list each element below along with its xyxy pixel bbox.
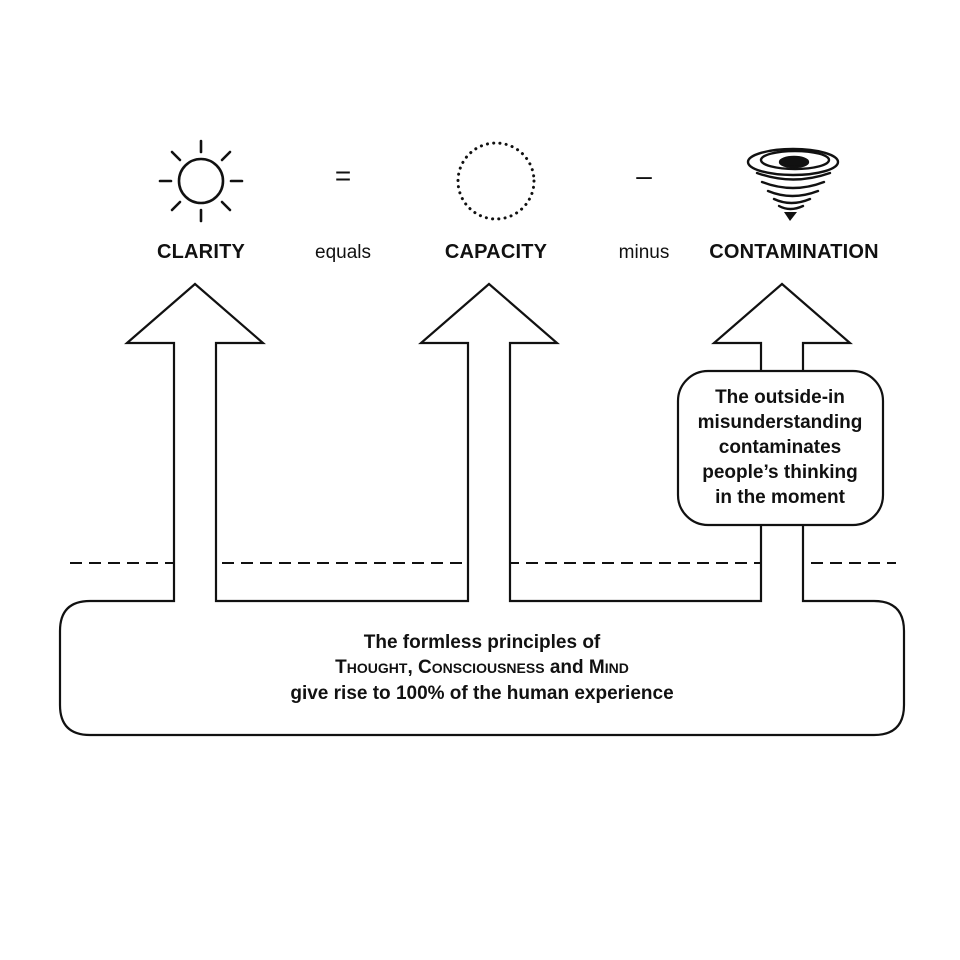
consciousness-rest: ONSCIOUSNESS bbox=[431, 660, 545, 676]
clarity-label: CLARITY bbox=[156, 241, 246, 263]
tornado-icon bbox=[746, 147, 840, 221]
base-line-3: give rise to 100% of the human experienc… bbox=[290, 683, 674, 704]
equals-symbol: = bbox=[334, 160, 352, 191]
callout-line: misunderstanding bbox=[697, 412, 863, 433]
callout-box bbox=[676, 369, 885, 527]
mind-rest: IND bbox=[604, 660, 629, 676]
consciousness-initial: C bbox=[418, 657, 432, 678]
sun-icon bbox=[158, 139, 244, 223]
separator-and: and bbox=[544, 657, 589, 678]
separator-comma: , bbox=[407, 657, 418, 678]
callout-line: in the moment bbox=[715, 487, 845, 508]
callout-text: The outside-in misunderstanding contamin… bbox=[682, 385, 878, 510]
base-line-1: The formless principles of bbox=[363, 632, 601, 653]
callout-line: contaminates bbox=[718, 437, 842, 458]
equals-label: equals bbox=[315, 242, 371, 263]
mind-initial: M bbox=[588, 657, 605, 678]
thought-initial: T bbox=[335, 657, 347, 678]
minus-label: minus bbox=[618, 242, 670, 263]
contamination-label: CONTAMINATION bbox=[709, 241, 879, 263]
thought-rest: HOUGHT bbox=[346, 660, 408, 676]
minus-symbol: – bbox=[636, 160, 652, 191]
callout-line: people’s thinking bbox=[702, 462, 858, 483]
base-box-with-arrows bbox=[58, 282, 906, 737]
capacity-label: CAPACITY bbox=[444, 241, 548, 263]
callout-line: The outside-in bbox=[715, 387, 845, 408]
base-line-2: THOUGHT, CONSCIOUSNESS and MIND bbox=[60, 655, 904, 681]
dotted-circle-icon bbox=[456, 141, 536, 221]
base-text: The formless principles of THOUGHT, CONS… bbox=[60, 630, 904, 706]
